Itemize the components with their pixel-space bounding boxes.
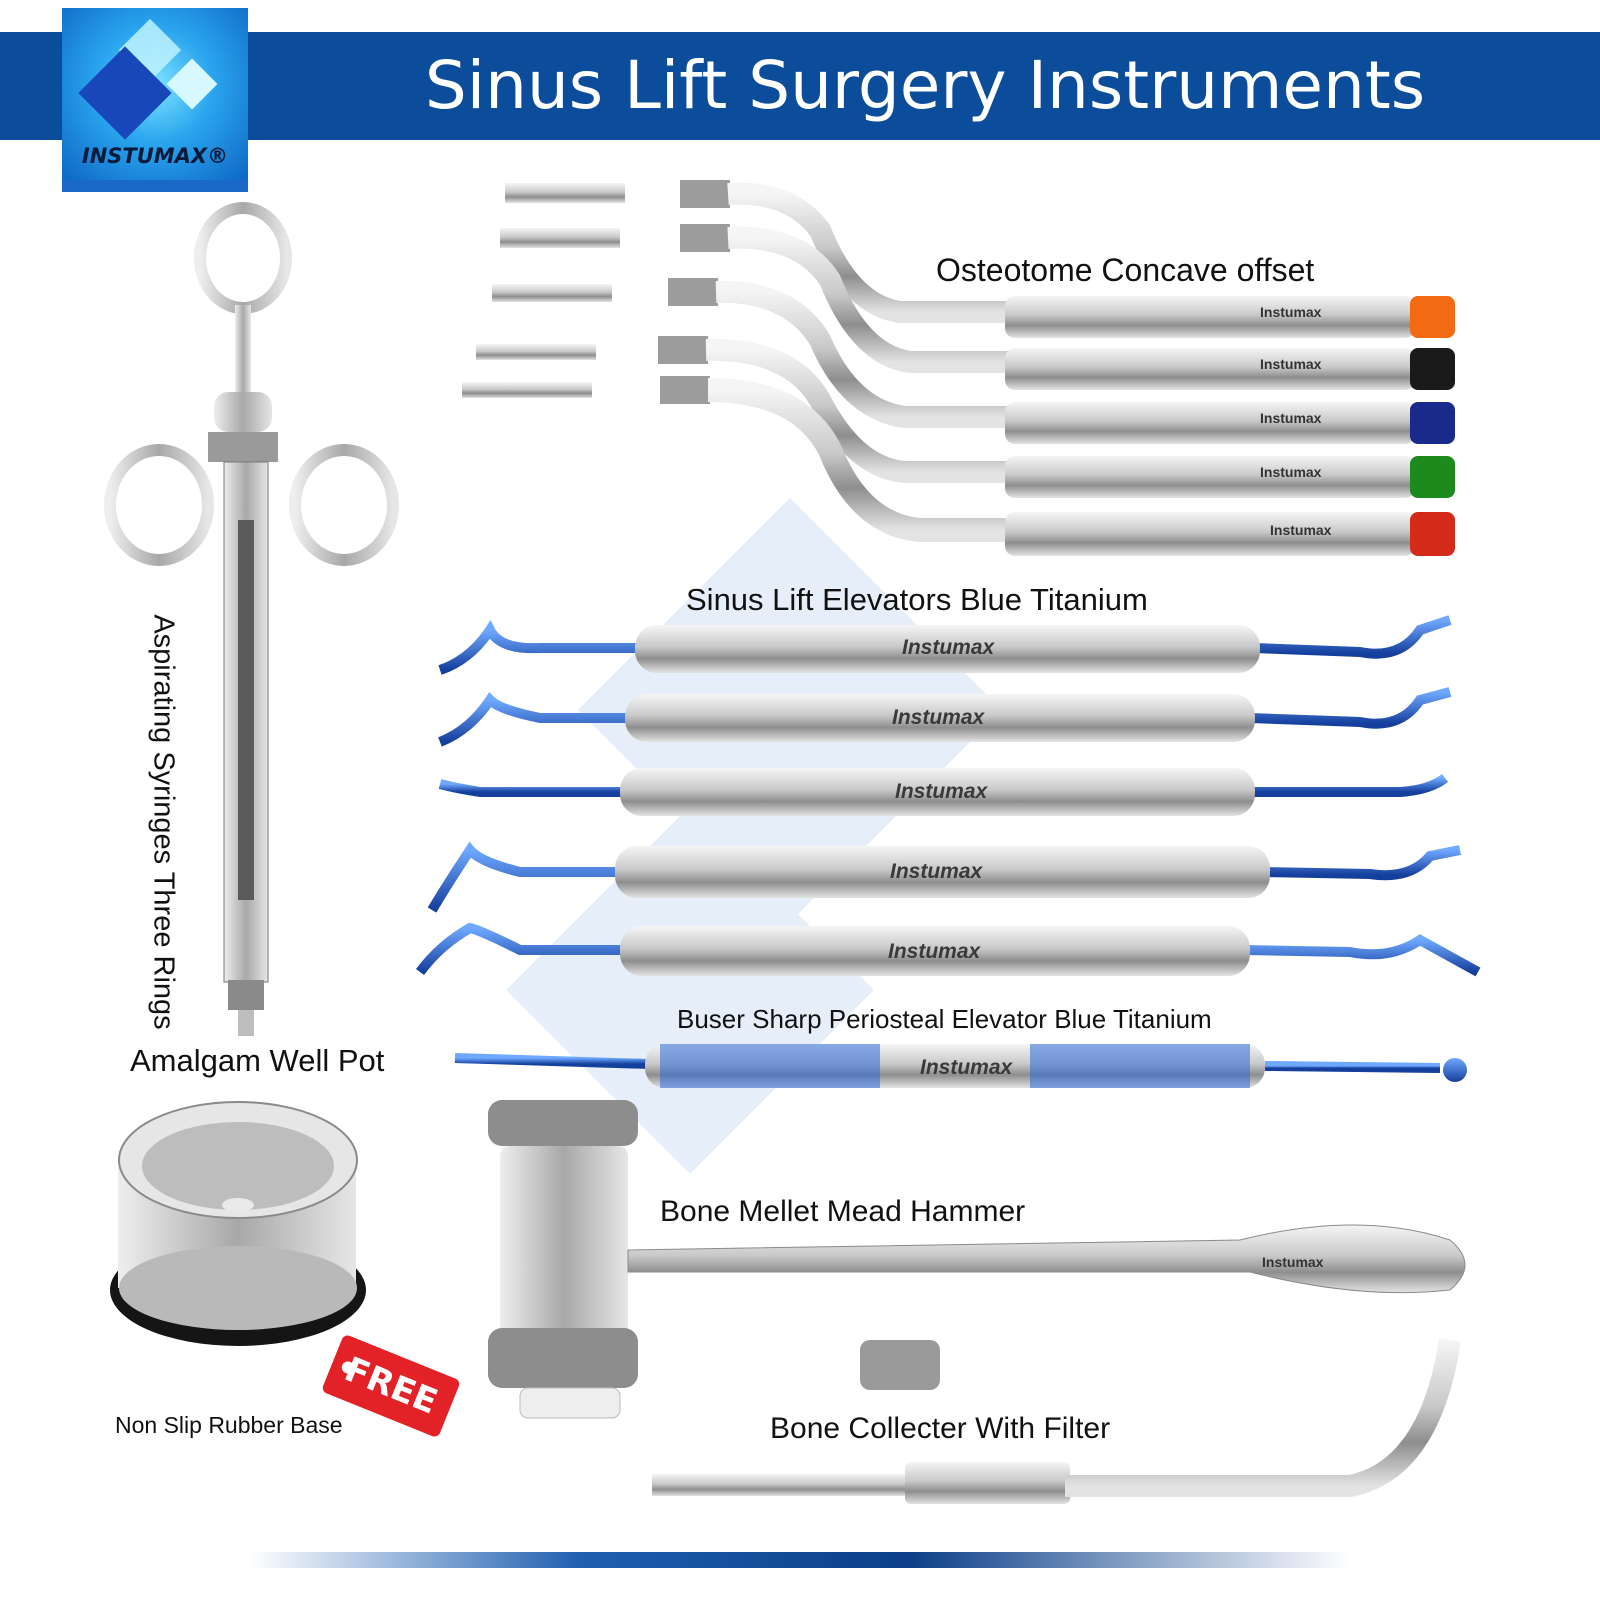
label-mallet: Bone Mellet Mead Hammer [660,1195,1026,1228]
aspirating-syringe [104,202,399,1036]
brand-mark-elevator-2: Instumax [892,706,985,729]
elevator-4 [427,841,1461,913]
buser-periosteal-elevator [454,1044,1467,1088]
logo-diamond-icon [78,18,218,140]
bone-collector [652,1338,1461,1504]
logo-strip [62,180,248,192]
brand-mark-osteotome-3: Instumax [1260,410,1322,426]
brand-mark-elevator-1: Instumax [902,636,995,659]
brand-mark-elevator-5: Instumax [888,940,981,963]
brand-mark-osteotome-4: Instumax [1260,464,1322,480]
osteotome-4 [476,336,1455,498]
brand-mark-osteotome-1: Instumax [1260,304,1322,320]
label-osteotome: Osteotome Concave offset [936,252,1315,288]
brand-mark-elevator-4: Instumax [890,860,983,883]
osteotome-2 [500,224,1455,390]
sinus-lift-elevators [415,615,1481,977]
label-collector: Bone Collecter With Filter [770,1412,1111,1445]
brand-logo: INSTUMAX® [62,8,248,192]
brand-mark-mallet: Instumax [1262,1254,1324,1270]
osteotome-5 [462,376,1455,556]
osteotome-1 [505,180,1455,338]
elevator-1 [438,615,1452,675]
osteotome-set [462,180,1455,556]
brand-mark-buser: Instumax [920,1056,1013,1079]
elevator-2 [438,687,1452,747]
brand-mark-osteotome-5: Instumax [1270,522,1332,538]
footer-gradient-bar [250,1552,1350,1568]
brand-mark-elevator-3: Instumax [895,780,988,803]
page-title: Sinus Lift Surgery Instruments [424,47,1426,124]
header-banner [0,32,1600,140]
amalgam-well-pot [110,1101,366,1346]
label-syringe: Aspirating Syringes Three Rings [147,614,180,1030]
elevator-3 [438,768,1449,816]
label-rubber-base: Non Slip Rubber Base [115,1412,343,1438]
brand-mark-osteotome-2: Instumax [1260,356,1322,372]
label-amalgam: Amalgam Well Pot [130,1043,385,1078]
elevator-5 [415,922,1481,977]
label-elevators: Sinus Lift Elevators Blue Titanium [686,582,1148,617]
logo-text: INSTUMAX® [81,144,229,168]
osteotome-3 [492,278,1455,444]
label-buser: Buser Sharp Periosteal Elevator Blue Tit… [677,1004,1212,1034]
bone-mallet [488,1100,1466,1419]
